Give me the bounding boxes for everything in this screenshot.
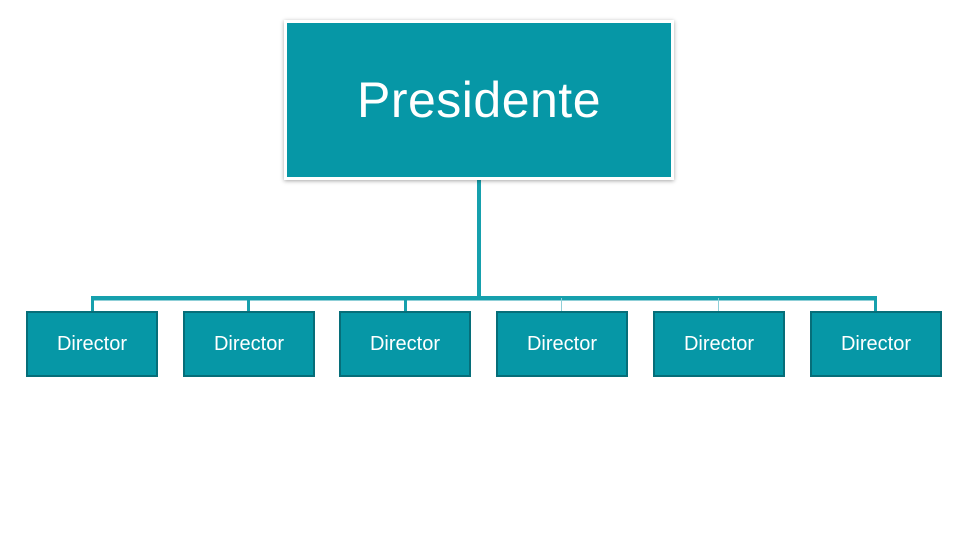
node-director-label: Director: [369, 332, 440, 355]
connector-vertical-main: [477, 180, 481, 298]
node-director-4: Director: [496, 311, 628, 377]
connector-drop-1: [91, 296, 94, 312]
node-director-label: Director: [526, 332, 597, 355]
connector-horizontal-bus: [91, 296, 877, 300]
connector-horizontal-bus-highlight: [93, 300, 875, 301]
connector-drop-3: [404, 296, 407, 312]
node-director-label: Director: [683, 332, 754, 355]
connector-drop-6: [874, 296, 877, 312]
node-director-3: Director: [339, 311, 471, 377]
node-presidente: Presidente: [284, 20, 674, 180]
node-director-2: Director: [183, 311, 315, 377]
node-director-1: Director: [26, 311, 158, 377]
node-director-label: Director: [840, 332, 911, 355]
connector-drop-5: [718, 298, 719, 312]
node-presidente-label: Presidente: [356, 72, 602, 128]
node-director-5: Director: [653, 311, 785, 377]
connector-drop-2: [247, 296, 250, 312]
node-director-label: Director: [56, 332, 127, 355]
node-director-label: Director: [213, 332, 284, 355]
connector-drop-4: [561, 298, 562, 312]
node-director-6: Director: [810, 311, 942, 377]
